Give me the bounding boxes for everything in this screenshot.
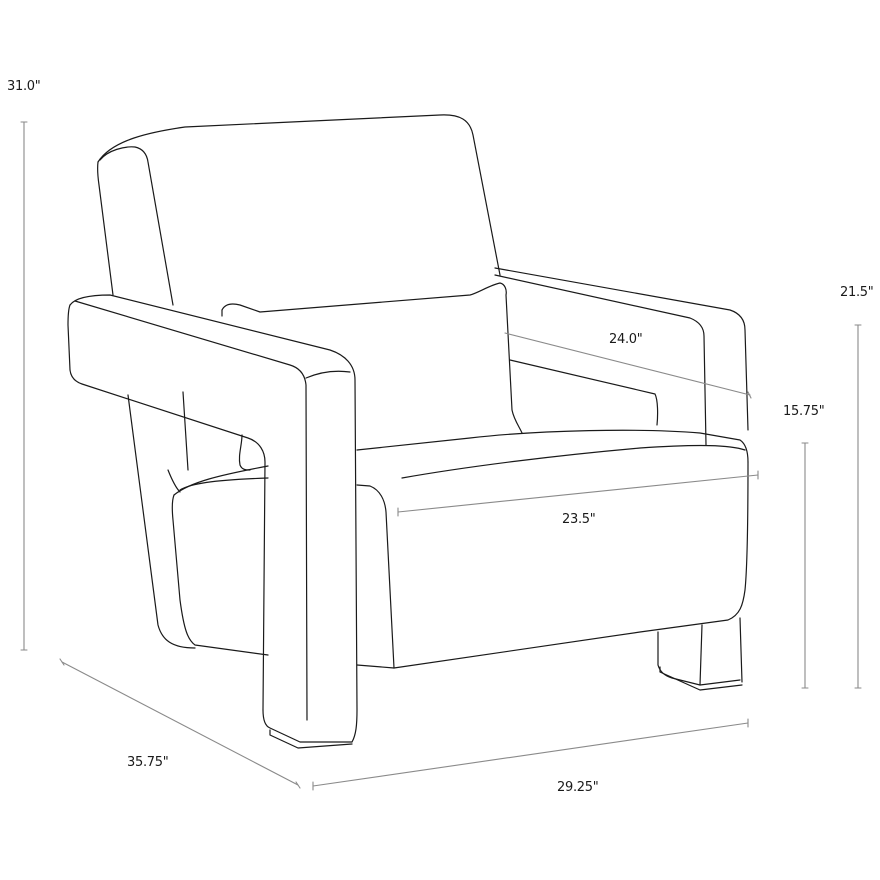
overall-width-label: 29.25" — [557, 780, 599, 795]
overall-depth-line — [61, 661, 299, 786]
seat-depth-label: 24.0" — [609, 332, 643, 347]
seat-width-line — [397, 474, 759, 513]
dimension-lines — [20, 121, 862, 791]
chair-far-arm — [494, 267, 749, 446]
chair-near-arm — [67, 294, 358, 749]
seat-width-label: 23.5" — [562, 512, 596, 527]
chair-backrest — [96, 114, 501, 306]
seat-cushion — [356, 429, 749, 669]
chair-right-leg — [657, 617, 743, 691]
overall-height-label: 31.0" — [7, 79, 41, 94]
overall-width-line — [312, 722, 749, 787]
arm-height-label: 21.5" — [840, 285, 874, 300]
lumbar-pillow — [221, 282, 523, 434]
seat-depth-line — [504, 332, 751, 396]
seat-height-label: 15.75" — [783, 404, 825, 419]
overall-depth-label: 35.75" — [127, 755, 169, 770]
chair-left-side — [127, 391, 269, 656]
